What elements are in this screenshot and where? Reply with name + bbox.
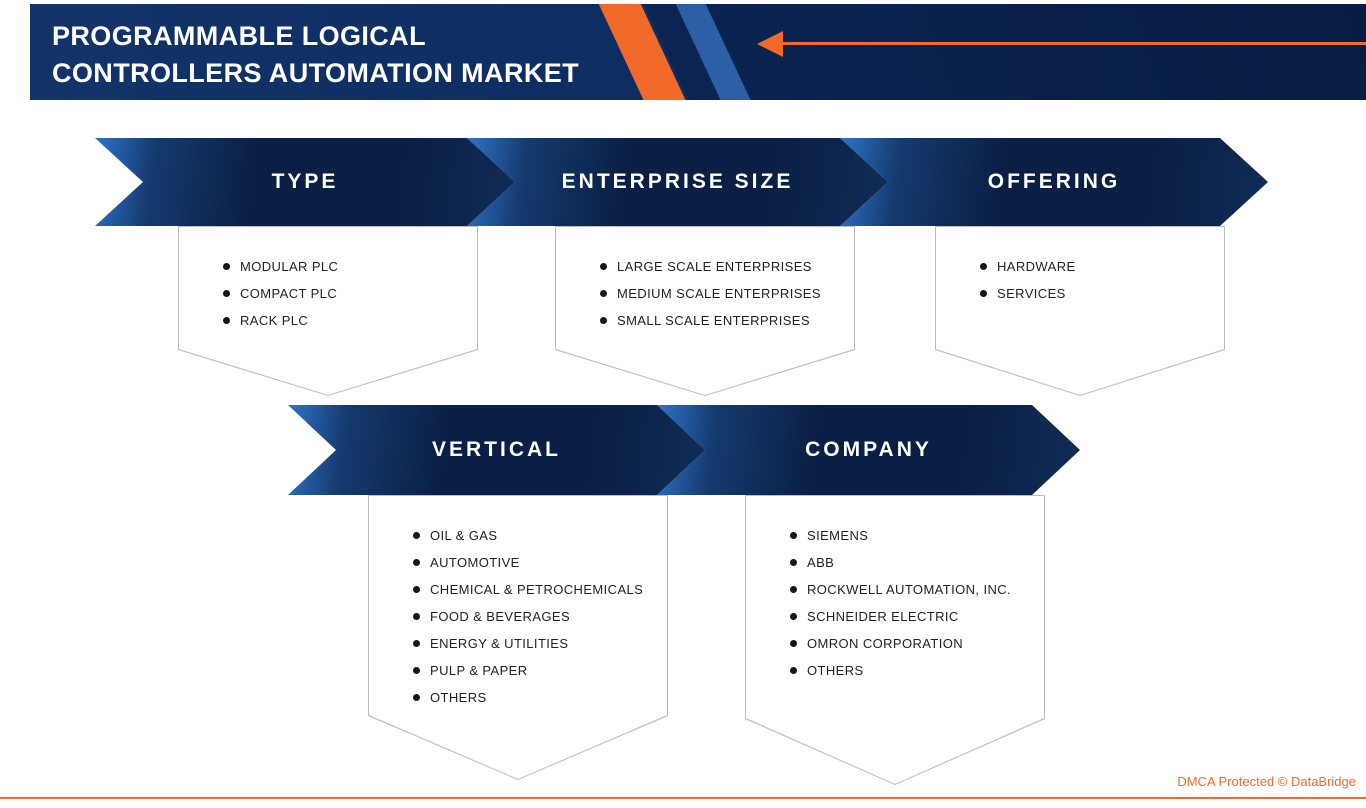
segment-label-company: COMPANY bbox=[805, 438, 932, 461]
left-arrow-icon bbox=[757, 31, 783, 57]
list-item: COMPACT PLC bbox=[223, 280, 463, 307]
list-item: ABB bbox=[790, 549, 1030, 576]
bullet-icon bbox=[600, 263, 607, 270]
bullet-icon bbox=[790, 613, 797, 620]
segment-list-vertical: OIL & GAS AUTOMOTIVE CHEMICAL & PETROCHEMI… bbox=[369, 496, 667, 711]
list-item-label: OTHERS bbox=[430, 690, 487, 705]
list-item: SERVICES bbox=[980, 280, 1210, 307]
header-diagonal-dark-band bbox=[640, 4, 1366, 100]
list-item-label: CHEMICAL & PETROCHEMICALS bbox=[430, 582, 644, 597]
segment-list-enterprise-size: LARGE SCALE ENTERPRISES MEDIUM SCALE ENTE… bbox=[556, 227, 854, 334]
bullet-icon bbox=[413, 532, 420, 539]
bullet-icon bbox=[980, 263, 987, 270]
dmca-notice: DMCA Protected © DataBridge bbox=[1177, 774, 1356, 789]
segment-label-offering: OFFERING bbox=[987, 170, 1121, 193]
list-item: MODULAR PLC bbox=[223, 253, 463, 280]
list-item-label: OTHERS bbox=[807, 663, 864, 678]
bullet-icon bbox=[223, 317, 230, 324]
segment-label-vertical: VERTICAL bbox=[432, 438, 561, 461]
list-item-label: MODULAR PLC bbox=[240, 259, 339, 274]
bullet-icon bbox=[223, 263, 230, 270]
list-item: RACK PLC bbox=[223, 307, 463, 334]
list-item: OMRON CORPORATION bbox=[790, 630, 1030, 657]
list-item: SIEMENS bbox=[790, 522, 1030, 549]
list-item-label: ROCKWELL AUTOMATION, INC. bbox=[807, 582, 1012, 597]
list-item: ENERGY & UTILITIES bbox=[413, 630, 653, 657]
list-item-label: COMPACT PLC bbox=[240, 286, 338, 301]
bullet-icon bbox=[413, 640, 420, 647]
bullet-icon bbox=[413, 667, 420, 674]
segment-panel-type: MODULAR PLC COMPACT PLC RACK PLC bbox=[178, 226, 478, 396]
list-item: FOOD & BEVERAGES bbox=[413, 603, 653, 630]
segment-banner-offering: OFFERING bbox=[840, 138, 1268, 226]
segment-panel-offering-inner: HARDWARE SERVICES bbox=[936, 227, 1224, 395]
list-item: SCHNEIDER ELECTRIC bbox=[790, 603, 1030, 630]
page-title: PROGRAMMABLE LOGICAL CONTROLLERS AUTOMAT… bbox=[52, 18, 579, 92]
segment-banner-vertical: VERTICAL bbox=[288, 405, 705, 495]
list-item-label: ABB bbox=[807, 555, 835, 570]
bullet-icon bbox=[600, 317, 607, 324]
page-title-line-1: PROGRAMMABLE LOGICAL bbox=[52, 21, 426, 51]
list-item-label: RACK PLC bbox=[240, 313, 309, 328]
segment-list-type: MODULAR PLC COMPACT PLC RACK PLC bbox=[179, 227, 477, 334]
list-item-label: LARGE SCALE ENTERPRISES bbox=[617, 259, 812, 274]
list-item-label: OIL & GAS bbox=[430, 528, 498, 543]
segment-panel-type-inner: MODULAR PLC COMPACT PLC RACK PLC bbox=[179, 227, 477, 395]
list-item: OTHERS bbox=[413, 684, 653, 711]
list-item-label: SCHNEIDER ELECTRIC bbox=[807, 609, 959, 624]
bullet-icon bbox=[413, 613, 420, 620]
list-item-label: HARDWARE bbox=[997, 259, 1076, 274]
bullet-icon bbox=[600, 290, 607, 297]
list-item-label: PULP & PAPER bbox=[430, 663, 528, 678]
bullet-icon bbox=[980, 290, 987, 297]
bullet-icon bbox=[223, 290, 230, 297]
segment-banner-enterprise-size: ENTERPRISE SIZE bbox=[467, 138, 888, 226]
segment-panel-company-inner: SIEMENS ABB ROCKWELL AUTOMATION, INC. SCHNE… bbox=[746, 496, 1044, 784]
segment-list-company: SIEMENS ABB ROCKWELL AUTOMATION, INC. SCHNE… bbox=[746, 496, 1044, 684]
list-item: HARDWARE bbox=[980, 253, 1210, 280]
list-item-label: SERVICES bbox=[997, 286, 1066, 301]
segment-panel-vertical-inner: OIL & GAS AUTOMOTIVE CHEMICAL & PETROCHEMI… bbox=[369, 496, 667, 779]
header-banner: PROGRAMMABLE LOGICAL CONTROLLERS AUTOMAT… bbox=[30, 4, 1366, 100]
segment-panel-enterprise-size-inner: LARGE SCALE ENTERPRISES MEDIUM SCALE ENTE… bbox=[556, 227, 854, 395]
segment-label-enterprise-size: ENTERPRISE SIZE bbox=[561, 170, 794, 193]
list-item-label: AUTOMOTIVE bbox=[430, 555, 520, 570]
bullet-icon bbox=[790, 559, 797, 566]
list-item: CHEMICAL & PETROCHEMICALS bbox=[413, 576, 653, 603]
segment-panel-offering: HARDWARE SERVICES bbox=[935, 226, 1225, 396]
bullet-icon bbox=[790, 586, 797, 593]
bullet-icon bbox=[413, 694, 420, 701]
segment-banner-company: COMPANY bbox=[657, 405, 1080, 495]
segment-list-offering: HARDWARE SERVICES bbox=[936, 227, 1224, 307]
segment-banner-type: TYPE bbox=[95, 138, 515, 226]
list-item: AUTOMOTIVE bbox=[413, 549, 653, 576]
footer-divider-line bbox=[0, 797, 1366, 799]
list-item-label: FOOD & BEVERAGES bbox=[430, 609, 571, 624]
list-item-label: SMALL SCALE ENTERPRISES bbox=[617, 313, 810, 328]
bullet-icon bbox=[790, 640, 797, 647]
list-item: PULP & PAPER bbox=[413, 657, 653, 684]
list-item: ROCKWELL AUTOMATION, INC. bbox=[790, 576, 1030, 603]
segment-label-type: TYPE bbox=[271, 170, 339, 193]
list-item: LARGE SCALE ENTERPRISES bbox=[600, 253, 840, 280]
bullet-icon bbox=[790, 532, 797, 539]
list-item-label: MEDIUM SCALE ENTERPRISES bbox=[617, 286, 821, 301]
list-item-label: ENERGY & UTILITIES bbox=[430, 636, 569, 651]
segment-panel-company: SIEMENS ABB ROCKWELL AUTOMATION, INC. SCHNE… bbox=[745, 495, 1045, 785]
list-item: MEDIUM SCALE ENTERPRISES bbox=[600, 280, 840, 307]
list-item: OIL & GAS bbox=[413, 522, 653, 549]
list-item: SMALL SCALE ENTERPRISES bbox=[600, 307, 840, 334]
list-item: OTHERS bbox=[790, 657, 1030, 684]
segment-panel-vertical: OIL & GAS AUTOMOTIVE CHEMICAL & PETROCHEMI… bbox=[368, 495, 668, 780]
bullet-icon bbox=[413, 586, 420, 593]
segment-panel-enterprise-size: LARGE SCALE ENTERPRISES MEDIUM SCALE ENTE… bbox=[555, 226, 855, 396]
list-item-label: OMRON CORPORATION bbox=[807, 636, 964, 651]
arrow-line bbox=[780, 42, 1366, 45]
page-title-line-2: CONTROLLERS AUTOMATION MARKET bbox=[52, 58, 580, 88]
bullet-icon bbox=[790, 667, 797, 674]
list-item-label: SIEMENS bbox=[807, 528, 869, 543]
bullet-icon bbox=[413, 559, 420, 566]
